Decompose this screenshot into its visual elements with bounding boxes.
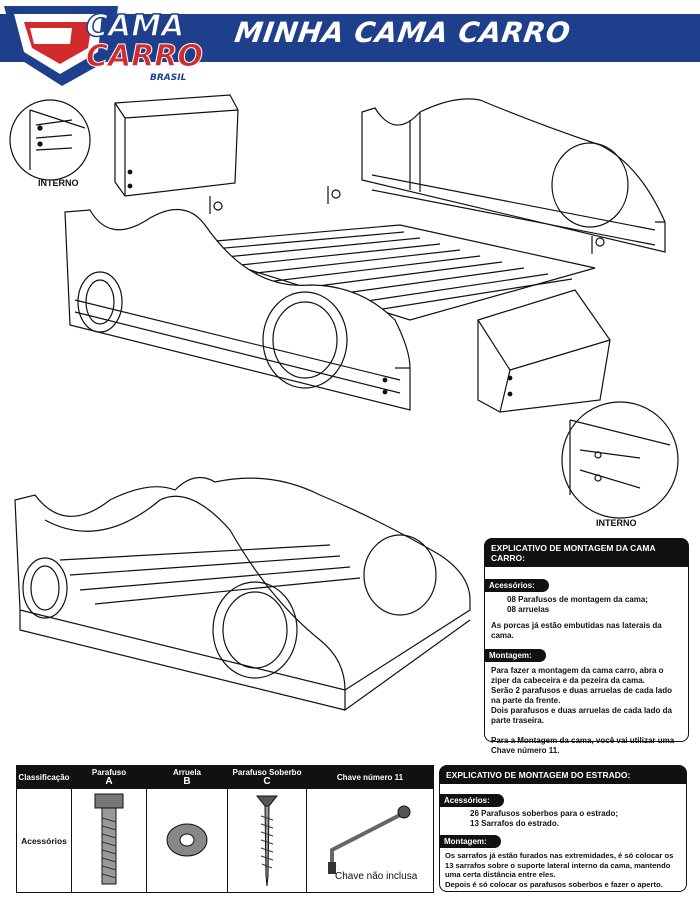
cama-acessorio-line: 08 arruelas (507, 605, 550, 614)
detail-circle-left (9, 99, 91, 181)
logo-word-carro: CARRO (86, 39, 203, 74)
cama-montagem-paragraph: Para a Montagem da cama, você vai utiliz… (491, 736, 675, 755)
col-classificacao: Classificação (16, 765, 72, 789)
estrado-montagem-label: Montagem: (439, 835, 501, 848)
wood-screw-icon (227, 788, 307, 893)
washer-icon (146, 788, 228, 893)
cama-note: As porcas já estão embutidas nas laterai… (491, 621, 662, 640)
logo-word-cama: CAMA (86, 9, 184, 44)
side-panel-front (64, 208, 411, 411)
wrench-icon: Chave não inclusa (306, 788, 434, 893)
side-panel-back (361, 98, 666, 253)
assembled-bed (14, 476, 471, 712)
cama-instructions-box: EXPLICATIVO DE MONTAGEM DA CAMA CARRO: A… (484, 538, 689, 755)
cama-montagem-paragraph: Serão 2 parafusos e duas arruelas de cad… (491, 686, 672, 705)
estrado-instructions-box: EXPLICATIVO DE MONTAGEM DO ESTRADO: Aces… (439, 765, 687, 892)
estrado-acessorio-line: 26 Parafusos soberbos para o estrado; (470, 809, 619, 818)
estrado-montagem-paragraph: Os sarrafos já estão furados nas extremi… (445, 851, 674, 879)
row-label-acessorios: Acessórios (16, 788, 72, 893)
estrado-acessorios-label: Acessórios: (439, 794, 504, 807)
cama-acessorios-label: Acessórios: (484, 579, 549, 592)
interno-label-right: INTERNO (596, 518, 637, 528)
estrado-montagem-paragraph: Depois é só colocar os parafusos soberbo… (445, 879, 663, 889)
cama-montagem-paragraph: Para fazer a montagem da cama carro, abr… (491, 666, 664, 685)
cama-acessorio-line: 08 Parafusos de montagem da cama; (507, 595, 648, 604)
headboard-part (114, 94, 239, 197)
estrado-acessorio-line: 13 Sarrafos do estrado. (470, 819, 559, 828)
cama-montagem-label: Montagem: (484, 649, 546, 662)
estrado-instructions-title: EXPLICATIVO DE MONTAGEM DO ESTRADO: (440, 766, 686, 784)
brand-logo: CAMA CARRO BRASIL (4, 6, 203, 86)
logo-word-brasil: BRASIL (150, 73, 187, 83)
cama-montagem-paragraph: Dois parafusos e duas arruelas de cada l… (491, 706, 672, 725)
detail-circle-right (561, 401, 679, 519)
col-chave: Chave número 11 (306, 765, 434, 789)
interno-label-left: INTERNO (38, 178, 79, 188)
bolt-icon (71, 788, 147, 893)
cama-instructions-title: EXPLICATIVO DE MONTAGEM DA CAMA CARRO: (485, 539, 688, 567)
chave-note: Chave não inclusa (335, 871, 418, 882)
footboard-part (477, 289, 611, 413)
header-bar (0, 14, 700, 62)
